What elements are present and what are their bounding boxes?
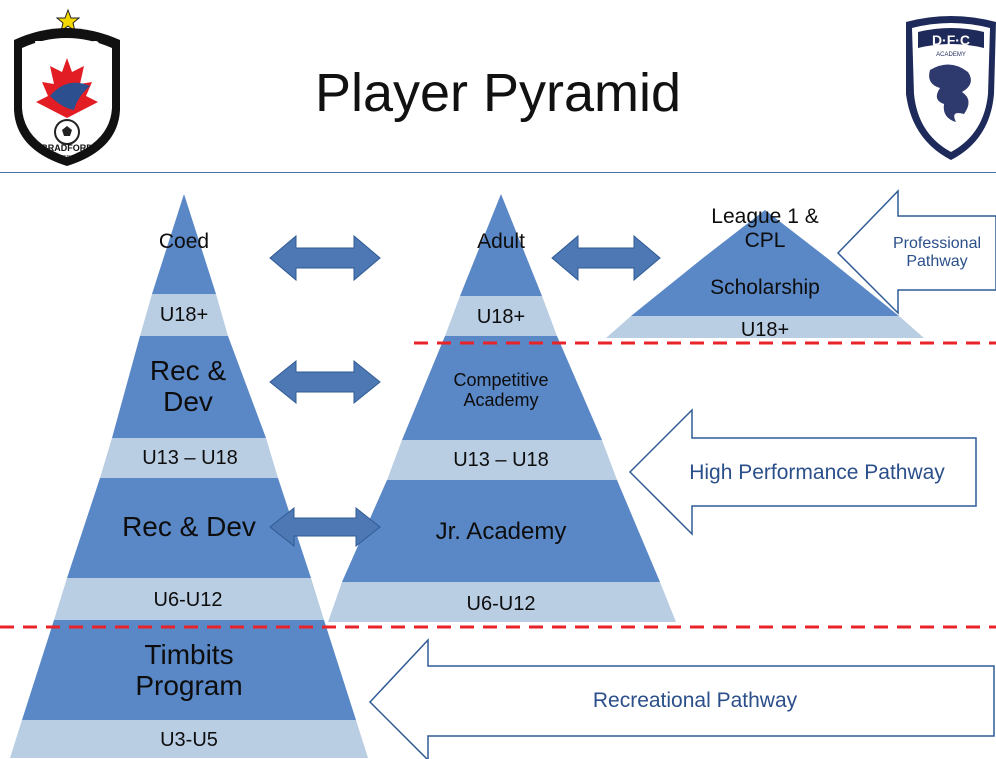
pathway-label-high-performance: High Performance Pathway <box>689 461 945 485</box>
tier-label-left: Coed <box>158 230 210 254</box>
professional-pathway-arrow <box>836 189 996 315</box>
recreational-pathway-arrow <box>368 638 995 759</box>
tier-label-left: Rec & Dev <box>149 354 227 417</box>
double-arrow-icon <box>269 506 381 548</box>
tier-label-left: U13 – U18 <box>142 446 238 469</box>
tier-label-middle: U6-U12 <box>466 592 536 615</box>
tier-label-right: U18+ <box>740 318 790 341</box>
middle-pyramid <box>328 194 676 622</box>
tier-label-middle: U18+ <box>476 305 526 328</box>
eagles-logo-text: EAGLES <box>34 39 100 56</box>
double-arrow-icon <box>551 234 661 282</box>
double-arrows <box>269 234 661 548</box>
tier-label-middle: Jr. Academy <box>435 517 567 545</box>
right-pyramid <box>606 210 924 338</box>
tier-label-middle: U13 – U18 <box>453 448 549 471</box>
tier-label-left: U3-U5 <box>160 728 218 751</box>
dfc-logo-sub-text: ACADEMY <box>936 52 966 58</box>
title-divider <box>0 172 996 173</box>
pathway-arrows <box>368 189 996 759</box>
dfc-academy-logo: D·F·C ACADEMY <box>906 16 996 160</box>
double-arrow-icon <box>269 234 381 282</box>
dfc-logo-text: D·F·C <box>932 32 970 48</box>
tier-label-middle: Competitive Academy <box>453 369 549 410</box>
pathway-label-professional: Professional Pathway <box>892 235 982 270</box>
double-arrow-icon <box>269 359 381 405</box>
tier-label-middle: Adult <box>477 230 525 254</box>
eagles-logo: EAGLES BRADFORD SOCCER CLUB <box>14 8 120 166</box>
tier-label-left: Timbits Program <box>135 638 243 701</box>
tier-label-right: Scholarship <box>710 276 820 300</box>
tier-label-left: U18+ <box>159 303 209 326</box>
left-pyramid <box>10 194 368 758</box>
tier-label-left: Rec & Dev <box>122 511 256 543</box>
tier-label-right: League 1 & CPL <box>711 205 819 252</box>
page-title: Player Pyramid <box>314 63 682 123</box>
tier-label-left: U6-U12 <box>153 588 223 611</box>
eagles-logo-bottom-text: BRADFORD <box>41 143 93 153</box>
eagles-logo-sub-text: SOCCER CLUB <box>49 155 86 161</box>
high-performance-pathway-arrow <box>628 408 977 536</box>
pathway-label-recreational: Recreational Pathway <box>592 689 798 713</box>
